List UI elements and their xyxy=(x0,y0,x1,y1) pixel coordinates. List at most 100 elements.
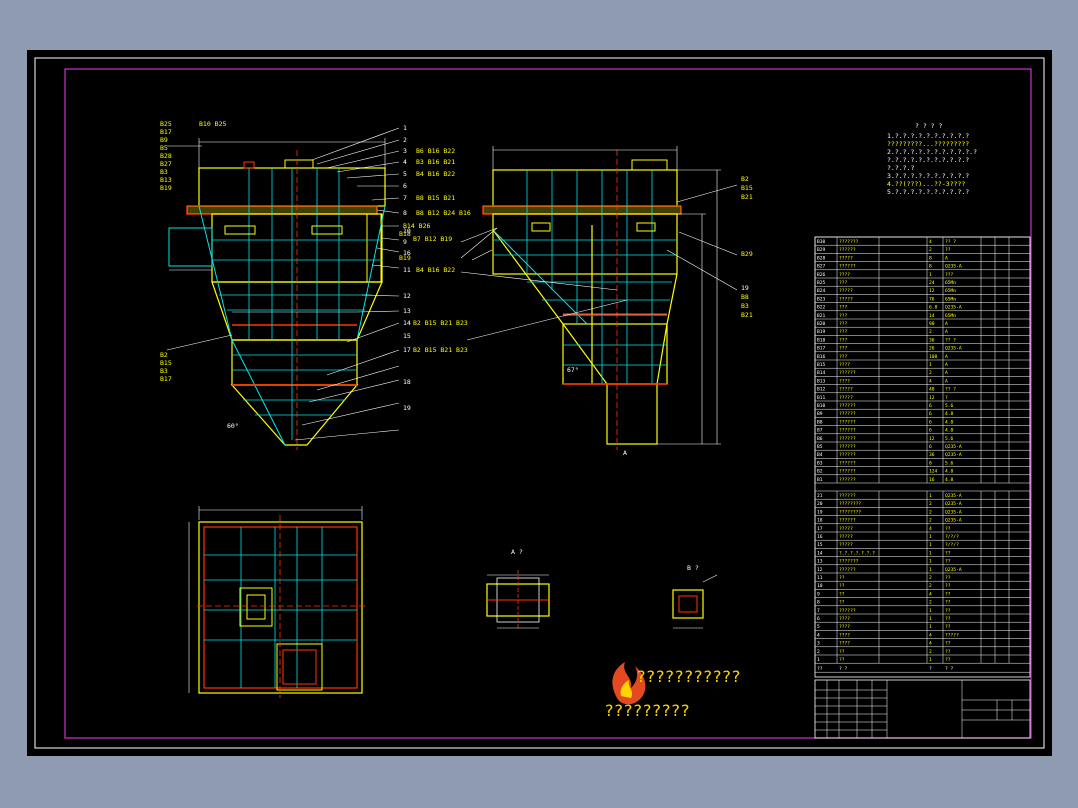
outer-frame xyxy=(34,57,1045,749)
table-cell-qty: 1 xyxy=(929,559,932,565)
table-cell-name: ?????? xyxy=(839,264,856,270)
part-label: 19 xyxy=(403,404,411,412)
table-cell-qty: 8 xyxy=(929,460,932,466)
table-cell-qty: 108 xyxy=(929,354,938,360)
table-cell-qty: 12 xyxy=(929,436,935,442)
table-cell-qty: 4 xyxy=(929,641,932,647)
callout-side: B2 xyxy=(741,175,749,183)
table-cell-qty: 2 xyxy=(929,370,932,376)
table-cell-code: B27 xyxy=(817,264,826,270)
table-cell-mat: ?/?/? xyxy=(945,542,959,548)
part-refs: B3 B16 B21 xyxy=(416,158,455,166)
callout-B25: B25 xyxy=(160,120,172,128)
table-cell-mat: ? xyxy=(945,395,948,401)
table-cell-mat: ?? xyxy=(945,575,951,581)
table-cell-qty: 4 xyxy=(929,632,932,638)
table-cell-code: B29 xyxy=(817,247,826,253)
side-view-callouts: B2 B15 B21 B29 19 B8 B3 B21 67° A xyxy=(567,175,753,457)
table-cell-code: B13 xyxy=(817,378,826,384)
table-cell-mat: 5.6 xyxy=(945,436,954,442)
table-cell-code: B4 xyxy=(817,452,823,458)
table-cell-code: B20 xyxy=(817,321,826,327)
callout-B13: B13 xyxy=(160,176,172,184)
part-label: 1 xyxy=(403,124,407,132)
table-cell-name: ?????? xyxy=(839,411,856,417)
table-cell-qty: 4 xyxy=(929,526,932,532)
table-cell-name: ????? xyxy=(839,526,853,532)
table-cell-code: B9 xyxy=(817,411,823,417)
table-cell-qty: 76 xyxy=(929,296,935,302)
table-cell-code: B1 xyxy=(817,477,823,483)
part-refs: B2 B15 B21 B23 xyxy=(413,346,468,354)
callout-bl-3: B17 xyxy=(160,375,172,383)
table-cell-mat: ?? xyxy=(945,559,951,565)
table-cell-qty: 4 xyxy=(929,591,932,597)
table-cell-qty: 36 xyxy=(929,452,935,458)
angle-label-front: 60° xyxy=(227,422,239,430)
table-cell-qty: 1 xyxy=(929,362,932,368)
table-cell-mat: ?? xyxy=(945,616,951,622)
notes-title: ? ? ? ? xyxy=(915,122,942,130)
table-cell-name: ??????? xyxy=(839,239,859,245)
table-cell-mat: ?? xyxy=(945,583,951,589)
table-cell-name: ?????? xyxy=(839,518,856,524)
table-cell-mat: A xyxy=(945,329,948,335)
table-cell-mat: ?/?/? xyxy=(945,534,959,540)
table-cell-qty: 12 xyxy=(929,395,935,401)
table-cell-name: ?????? xyxy=(839,493,856,499)
table-header-qty: ? xyxy=(929,666,932,672)
table-cell-name: ????? xyxy=(839,542,853,548)
table-cell-qty: 2 xyxy=(929,600,932,606)
table-cell-code: 9 xyxy=(817,591,820,597)
table-cell-qty: 2 xyxy=(929,649,932,655)
table-cell-name: ?? xyxy=(839,583,845,589)
table-cell-code: 4 xyxy=(817,632,820,638)
callout-side: B21 xyxy=(741,193,753,201)
inner-frame xyxy=(64,68,1032,739)
table-cell-qty: 12 xyxy=(929,288,935,294)
callout-top: B10 B25 xyxy=(199,120,226,128)
table-cell-name: ?????? xyxy=(839,444,856,450)
callout-B19: B19 xyxy=(160,184,172,192)
table-cell-qty: 4 xyxy=(929,239,932,245)
table-cell-code: 20 xyxy=(817,501,823,507)
part-label: 8 xyxy=(403,209,407,217)
table-cell-mat: Q235-A xyxy=(945,452,962,458)
section-mark: A xyxy=(623,449,627,457)
table-cell-name: ?? xyxy=(839,649,845,655)
table-cell-qty: 2 xyxy=(929,583,932,589)
table-cell-code: B6 xyxy=(817,436,823,442)
notes-line: ?????????...????????? xyxy=(887,140,969,148)
table-cell-qty: 8 xyxy=(929,264,932,270)
table-cell-code: B2 xyxy=(817,469,823,475)
part-refs: B7 B12 B19 xyxy=(413,235,452,243)
table-cell-mat: Q235-A xyxy=(945,444,962,450)
table-cell-name: ?? xyxy=(839,600,845,606)
table-cell-name: ?? xyxy=(839,657,845,663)
part-refs: B4 B16 B22 xyxy=(416,266,455,274)
table-cell-name: ???? xyxy=(839,632,850,638)
part-label: 7 xyxy=(403,194,407,202)
front-part-labels: 1 2 3 B6 B16 B22 4 B3 B16 B21 5 B4 B16 B… xyxy=(399,124,471,412)
table-cell-name: ??????? xyxy=(839,559,859,565)
callout-bl-0: B2 xyxy=(160,351,168,359)
table-cell-qty: 4 xyxy=(929,378,932,384)
table-cell-qty: 2 xyxy=(929,509,932,515)
table-cell-qty: 2 xyxy=(929,329,932,335)
table-cell-mat: Q235-A xyxy=(945,493,962,499)
table-header-code: ?? xyxy=(817,666,823,672)
table-cell-code: B16 xyxy=(817,354,826,360)
table-cell-mat: A xyxy=(945,370,948,376)
part-refs: B8 B15 B21 xyxy=(416,194,455,202)
plan-view xyxy=(188,506,367,698)
table-cell-name: ?? xyxy=(839,591,845,597)
part-label: 6 xyxy=(403,182,407,190)
front-view xyxy=(166,127,400,450)
table-cell-qty: 124 xyxy=(929,469,938,475)
table-cell-qty: 1 xyxy=(929,567,932,573)
table-cell-code: 14 xyxy=(817,550,823,556)
table-cell-code: 2 xyxy=(817,649,820,655)
table-cell-name: ???? xyxy=(839,641,850,647)
table-cell-name: ????? xyxy=(839,296,853,302)
